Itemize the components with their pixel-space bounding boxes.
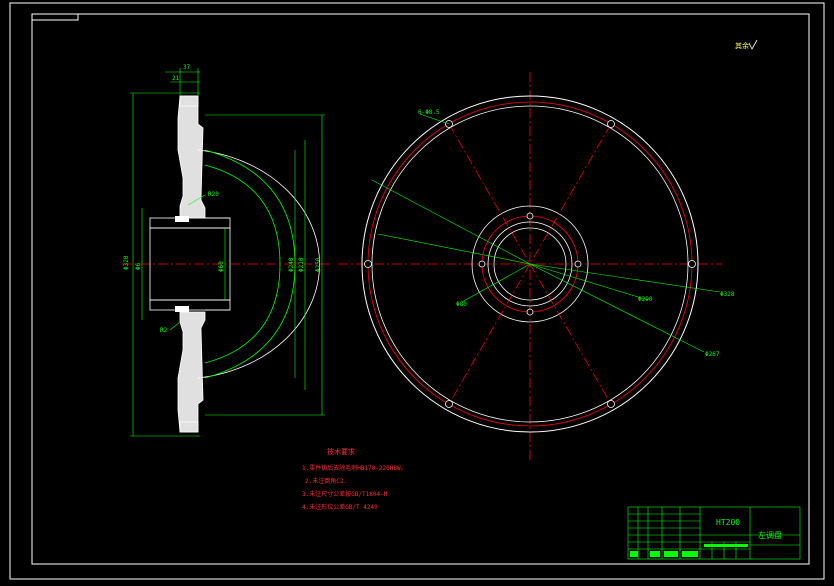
hub-circle-mid: [487, 221, 573, 307]
outer-hole-4: [607, 400, 615, 408]
note-item-3: 3.未注尺寸公差按GB/T1804-M: [302, 490, 388, 498]
roughness-symbol: [748, 39, 758, 50]
surface-finish-label: 其余: [735, 41, 749, 50]
hub-bore-circle: [493, 227, 567, 301]
tb-filled-cell-4: [664, 551, 678, 557]
leader-r2: [169, 321, 181, 331]
tb-filled-cell-2: [630, 551, 638, 557]
drum-arc-inner: [204, 164, 281, 364]
surface-finish-mark: 其余: [735, 39, 758, 50]
tb-filled-cell-1: [704, 544, 748, 547]
leader-dim-outer: [529, 263, 721, 293]
inner-rim-circle: [371, 105, 689, 423]
title-block-frame: [627, 506, 801, 560]
tb-filled-cell-5: [682, 551, 698, 557]
leader-dim-1: [371, 179, 531, 265]
hub-hole-2: [574, 260, 582, 268]
side-section-view: 37 21 Φ320 Φ6 Φ60 Φ240 Φ210 Φ250 R20 R2: [122, 64, 332, 437]
section-profile-lower: [177, 311, 206, 433]
hole-callout: 6-Φ8.5: [418, 109, 440, 116]
hub-hole-4: [478, 260, 486, 268]
dim-center: Φ80: [456, 301, 467, 308]
dim-right-1: Φ240: [288, 257, 295, 272]
section-profile-upper: [177, 95, 206, 219]
dim-inner-circle: Φ267: [705, 351, 720, 358]
dim-right-3: Φ250: [315, 257, 322, 272]
leader-dim-center: [461, 263, 531, 303]
dim-pcd: Φ290: [638, 296, 653, 303]
hub-bolt-holes: [478, 212, 582, 316]
note-item-2: 2.未注倒角C2.: [305, 477, 347, 485]
dim-top-1: 37: [183, 64, 191, 71]
dim-outer: Φ328: [720, 291, 735, 298]
inner-border: [31, 13, 810, 565]
outer-hole-6: [364, 260, 372, 268]
hub-lower: [149, 299, 231, 311]
outer-border: [9, 2, 825, 580]
dim-radius-1: R20: [208, 191, 219, 198]
dim-left-2: Φ6: [135, 262, 142, 270]
title-material: HT200: [716, 518, 740, 527]
bolt-lower: [175, 306, 189, 312]
hub-hole-3: [526, 308, 534, 316]
leader-dim-pcd: [529, 263, 649, 301]
outer-hole-3: [688, 260, 696, 268]
dim-top-2: 21: [172, 75, 180, 82]
front-leaders: [371, 113, 721, 353]
technical-notes: 技术要求 1.零件铸后去除毛刺HB170-220HBW。 2.未注倒角C2. 3…: [302, 447, 407, 511]
hub-hole-1: [526, 212, 534, 220]
leader-hole-callout: [419, 113, 450, 125]
outer-rim-circle: [361, 95, 699, 433]
note-item-4: 4.未注形位公差GB/T 4249: [302, 503, 378, 511]
leader-r20: [187, 194, 206, 206]
hub-bore: [149, 227, 231, 301]
tb-filled-cell-3: [650, 551, 660, 557]
leader-dim-2: [377, 233, 531, 265]
dim-left-1: Φ320: [123, 255, 130, 270]
hub-upper: [149, 217, 231, 229]
sheet-frame: [9, 2, 825, 580]
dim-radius-2: R2: [160, 327, 168, 334]
bolt-upper: [175, 216, 189, 222]
drum-arc-outer: [197, 149, 320, 379]
front-view: 6-Φ8.5 Φ80 Φ290 Φ328 Φ267: [338, 72, 735, 462]
hub-circle-outer: [471, 205, 589, 323]
note-item-1: 1.零件铸后去除毛刺HB170-220HBW。: [302, 464, 407, 472]
dim-right-2: Φ210: [298, 257, 305, 272]
notes-heading: 技术要求: [327, 447, 355, 456]
outer-bolt-holes: [364, 120, 696, 408]
rim-bottom: [179, 421, 199, 433]
rim-top: [179, 95, 199, 107]
title-block: [627, 506, 801, 560]
outer-hole-5: [445, 400, 453, 408]
dim-inner: Φ60: [218, 261, 225, 272]
outer-hole-2: [607, 120, 615, 128]
corner-tag-box: [31, 13, 79, 21]
leader-dim-inner-circle: [529, 263, 705, 353]
title-part-name: 左调盘: [758, 530, 782, 540]
